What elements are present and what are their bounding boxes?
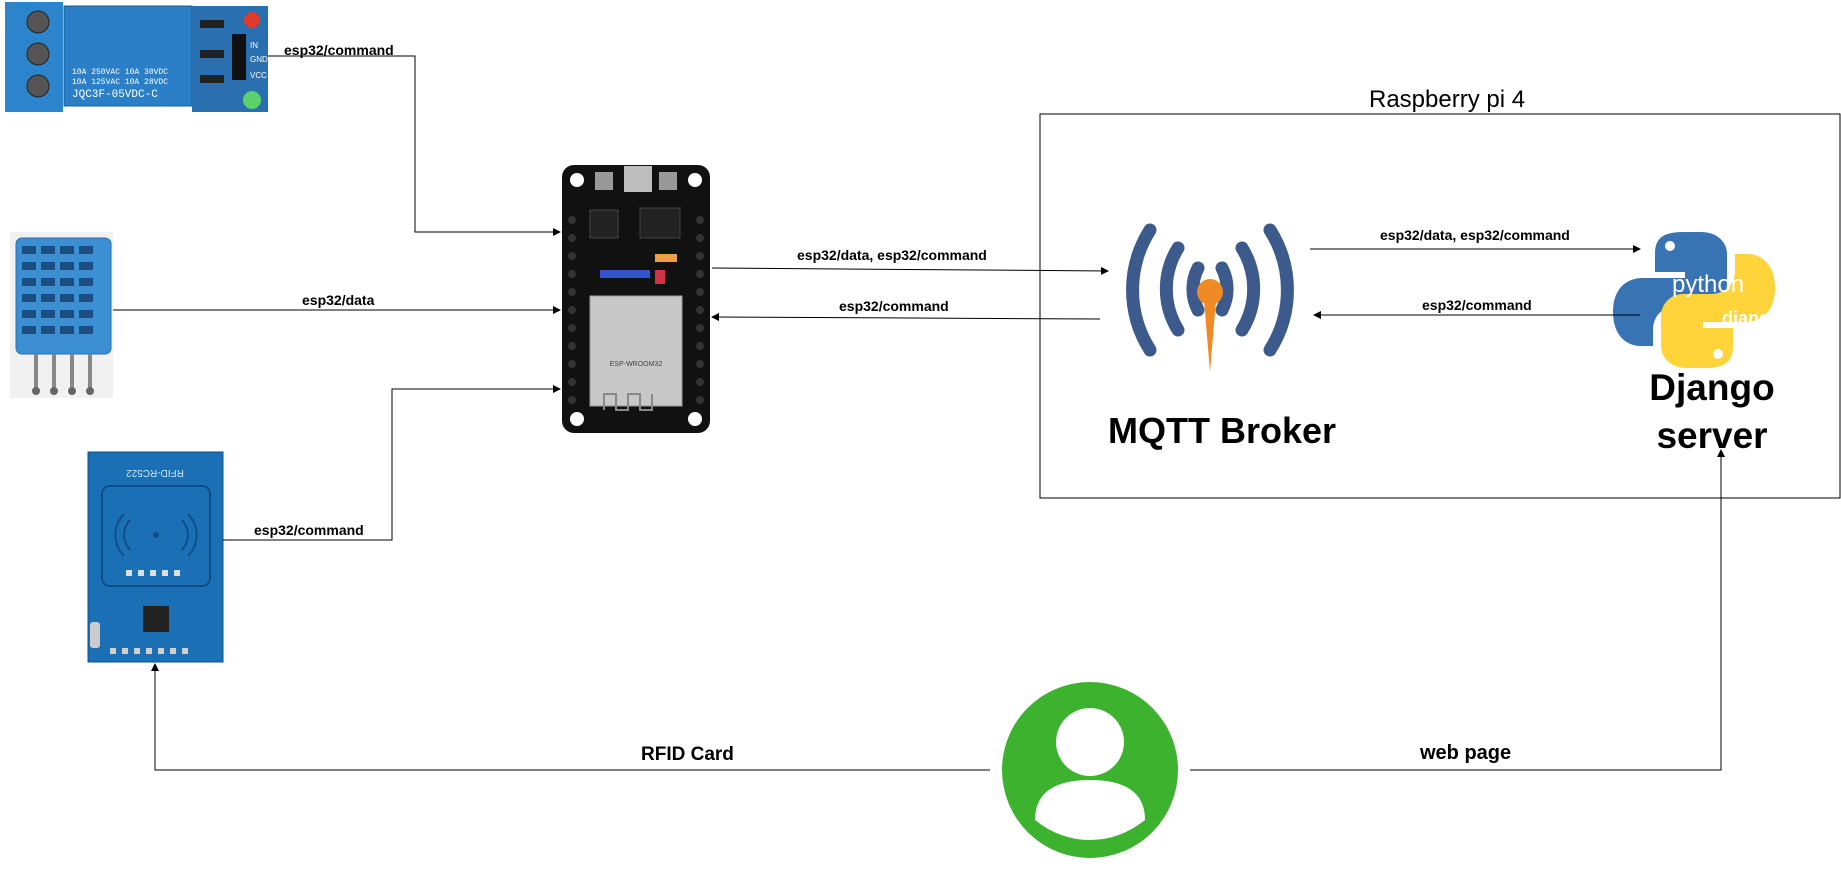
django-server-label-line2: server	[1656, 415, 1768, 457]
user-icon	[1002, 682, 1178, 858]
django-server-label-line1: Django	[1649, 367, 1775, 408]
rfid-reader-image: RFID-RC522	[87, 451, 224, 663]
svg-text:GND: GND	[250, 55, 268, 64]
svg-text:JQC3F-05VDC-C: JQC3F-05VDC-C	[72, 89, 158, 101]
svg-text:10A 250VAC 10A 30VDC: 10A 250VAC 10A 30VDC	[72, 68, 168, 77]
python-django-logo: python django	[1613, 232, 1781, 368]
edge-label-mqtt-to-esp: esp32/command	[839, 298, 949, 314]
edge-label-mqtt-to-django: esp32/data, esp32/command	[1380, 227, 1570, 243]
edge-label-esp-to-mqtt: esp32/data, esp32/command	[797, 247, 987, 263]
svg-text:python: python	[1672, 271, 1744, 298]
mqtt-broker-label: MQTT Broker	[1108, 410, 1337, 451]
svg-text:IN: IN	[250, 41, 258, 50]
dht-sensor-image	[10, 232, 113, 398]
edge-label-dht: esp32/data	[302, 292, 375, 308]
edge-label-rfid: esp32/command	[254, 522, 364, 538]
svg-text:ESP-WROOM32: ESP-WROOM32	[610, 361, 663, 368]
edge-esp-to-mqtt	[711, 266, 1109, 275]
svg-text:django: django	[1722, 308, 1781, 328]
raspberry-pi-box	[1039, 113, 1841, 499]
edge-label-django-to-mqtt: esp32/command	[1422, 297, 1532, 313]
edge-label-relay: esp32/command	[284, 42, 394, 58]
raspberry-pi-title: Raspberry pi 4	[1369, 86, 1526, 113]
edge-label-rfid-card: RFID Card	[641, 744, 734, 765]
svg-text:VCC: VCC	[250, 71, 267, 80]
edge-mqtt-to-esp	[711, 313, 1101, 322]
edge-relay-to-esp	[268, 55, 561, 236]
esp32-board-image: ESP-WROOM32	[562, 165, 710, 433]
edge-label-web-page: web page	[1420, 742, 1512, 764]
edge-user-to-rfid	[151, 663, 990, 771]
svg-text:10A 125VAC 10A 28VDC: 10A 125VAC 10A 28VDC	[72, 78, 168, 87]
django-server-label: Django server	[1620, 364, 1804, 460]
mqtt-antenna	[1197, 279, 1223, 372]
svg-text:RFID-RC522: RFID-RC522	[126, 467, 184, 478]
mqtt-broker-icon	[1126, 223, 1294, 357]
relay-module-image: 10A 250VAC 10A 30VDC 10A 125VAC 10A 28VD…	[5, 2, 268, 112]
edge-rfid-to-esp	[223, 385, 561, 541]
edge-user-to-django	[1190, 449, 1725, 771]
